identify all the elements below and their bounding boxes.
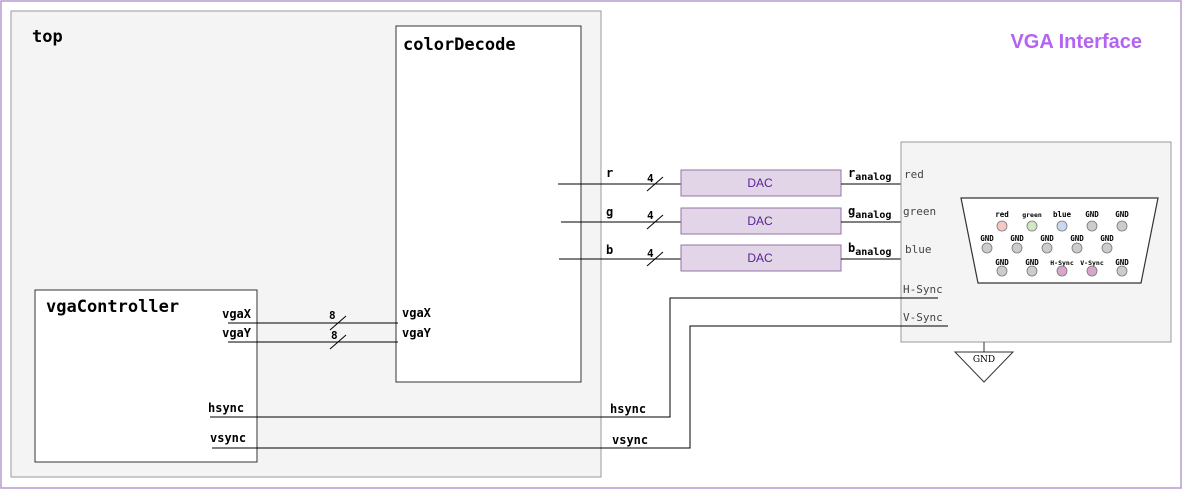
connector-pin <box>1056 220 1068 232</box>
r-bus-width: 4 <box>647 172 654 185</box>
b-bus-slash <box>646 251 664 267</box>
connector-pin-label: GND <box>1085 210 1099 219</box>
ground-label: GND <box>973 355 995 365</box>
connector-pin <box>1071 242 1083 254</box>
b-analog-label: banalog <box>848 241 891 258</box>
vga-controller-vgaY-port: vgaY <box>222 326 252 340</box>
vga-controller-hsync-port: hsync <box>208 401 244 415</box>
g-analog-subscript: analog <box>855 210 891 221</box>
connector-pin <box>996 265 1008 277</box>
connector-pin-label: H-Sync <box>1050 259 1074 267</box>
hsync-wire <box>210 297 938 418</box>
connector-pin <box>1011 242 1023 254</box>
color-decode-module <box>395 25 582 383</box>
connector-pin-label: V-Sync <box>1080 259 1104 267</box>
connector-pin <box>1086 220 1098 232</box>
dac-green <box>680 207 842 235</box>
r-analog-subscript: analog <box>855 172 891 183</box>
color-decode-vgaY-port: vgaY <box>402 326 432 340</box>
g-bus-slash <box>646 214 664 230</box>
b-bus-width: 4 <box>647 247 654 260</box>
dac-green-label: DAC <box>747 214 773 228</box>
r-analog-label: ranalog <box>848 166 891 183</box>
connector-pin <box>1026 265 1038 277</box>
connector-pin <box>1116 265 1128 277</box>
vga-controller-module <box>34 289 258 463</box>
r-analog-base: r <box>848 166 855 180</box>
connector-pin-label: red <box>995 210 1009 219</box>
r-bus-slash <box>646 176 664 192</box>
connector-pin <box>1116 220 1128 232</box>
connector-pin-label: GND <box>995 258 1009 267</box>
connector-pin <box>1101 242 1113 254</box>
connector-pin-label: GND <box>1070 234 1084 243</box>
connector-pin-label: blue <box>1053 210 1072 219</box>
b-analog-base: b <box>848 241 855 255</box>
top-module-label: top <box>32 27 63 47</box>
connector-pin-label: GND <box>1115 210 1129 219</box>
hsync-top-label: hsync <box>610 402 646 416</box>
connector-pin-label: GND <box>980 234 994 243</box>
ground-symbol <box>953 351 1015 383</box>
b-analog-subscript: analog <box>855 247 891 258</box>
vga-controller-vgaX-port: vgaX <box>222 307 252 321</box>
connector-pin-label: GND <box>1025 258 1039 267</box>
dac-red-label: DAC <box>747 176 773 190</box>
connector-pin <box>996 220 1008 232</box>
vgaY-bus-slash <box>329 334 347 350</box>
connector-pin-label: GND <box>1115 258 1129 267</box>
connector-pin-label: GND <box>1010 234 1024 243</box>
color-decode-r-port: r <box>606 166 613 180</box>
color-decode-g-port: g <box>606 205 613 219</box>
vgaX-bus-width: 8 <box>329 309 336 322</box>
color-decode-b-port: b <box>606 243 613 257</box>
blue-wire-label: blue <box>905 243 932 256</box>
connector-pin <box>1086 265 1098 277</box>
g-analog-label: ganalog <box>848 204 891 221</box>
vga-controller-vsync-port: vsync <box>210 431 246 445</box>
connector-pin <box>981 242 993 254</box>
diagram-title: VGA Interface <box>1010 31 1142 53</box>
connector-pin-label: GND <box>1100 234 1114 243</box>
vga-controller-label: vgaController <box>46 297 179 317</box>
vsync-wire <box>212 325 948 449</box>
g-bus-width: 4 <box>647 209 654 222</box>
dac-blue-label: DAC <box>747 251 773 265</box>
vsync-wire-label: V-Sync <box>903 311 943 324</box>
vgaX-bus-slash <box>329 315 347 331</box>
red-wire-label: red <box>904 168 924 181</box>
connector-pin <box>1026 220 1038 232</box>
dac-blue <box>680 244 842 272</box>
green-wire-label: green <box>903 205 936 218</box>
color-decode-vgaX-port: vgaX <box>402 306 432 320</box>
connector-pin-label: green <box>1022 211 1042 219</box>
connector-pin-label: GND <box>1040 234 1054 243</box>
vgaY-bus-width: 8 <box>331 329 338 342</box>
connector-pin <box>1041 242 1053 254</box>
de15-connector-shell <box>960 197 1159 284</box>
hsync-wire-label: H-Sync <box>903 283 943 296</box>
g-analog-base: g <box>848 204 855 218</box>
dac-red <box>680 169 842 197</box>
connector-pin <box>1056 265 1068 277</box>
color-decode-label: colorDecode <box>403 35 516 55</box>
vsync-top-label: vsync <box>612 433 648 447</box>
